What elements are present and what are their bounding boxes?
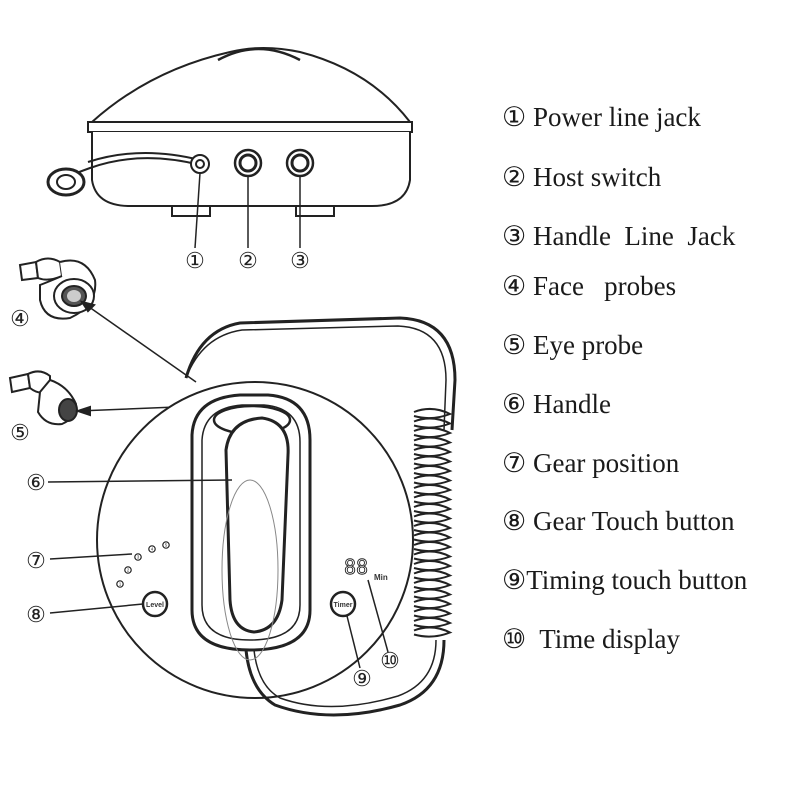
legend-item-power-line-jack: ① Power line jack bbox=[502, 100, 701, 134]
handle-illustration bbox=[47, 393, 312, 661]
legend-marker: ② bbox=[502, 162, 527, 192]
callout-4: ④ bbox=[10, 306, 30, 331]
legend-text: Gear position bbox=[526, 448, 680, 478]
eye-probe-illustration bbox=[8, 370, 226, 426]
callout-3: ③ bbox=[290, 248, 310, 273]
cord-coil bbox=[413, 588, 453, 600]
legend-marker: ⑩ bbox=[502, 624, 527, 654]
level-button-label: Level bbox=[146, 602, 164, 609]
cord-coil bbox=[413, 474, 453, 486]
cord-coil bbox=[413, 512, 453, 524]
coiled-cord bbox=[413, 408, 453, 638]
legend-text: Host switch bbox=[526, 162, 662, 192]
legend-item-handle-line-jack: ③ Handle Line Jack bbox=[502, 219, 735, 253]
legend-marker: ⑦ bbox=[502, 448, 527, 478]
gear-dot bbox=[124, 566, 132, 574]
legend-item-gear-touch-button: ⑧ Gear Touch button bbox=[502, 504, 735, 538]
callout-7: ⑦ bbox=[26, 548, 46, 573]
legend-text: Power line jack bbox=[532, 102, 701, 132]
cord-coil bbox=[413, 446, 453, 458]
timer-touch-button[interactable]: Timer bbox=[329, 590, 357, 618]
cord-coil bbox=[413, 455, 453, 467]
cord-coil bbox=[413, 550, 453, 562]
cord-coil bbox=[413, 531, 453, 543]
cord-coil bbox=[413, 607, 453, 619]
cord-coil bbox=[413, 436, 453, 448]
face-probe-illustration bbox=[18, 257, 197, 383]
time-display-digits: 88 bbox=[344, 555, 368, 579]
legend-marker: ⑨ bbox=[502, 565, 527, 595]
level-touch-button[interactable]: Level bbox=[141, 590, 169, 618]
legend-text: Eye probe bbox=[532, 330, 644, 360]
legend-item-gear-position: ⑦ Gear position bbox=[502, 446, 679, 480]
legend-marker: ⑥ bbox=[502, 389, 527, 419]
cord-coil bbox=[413, 626, 453, 638]
cord-coil bbox=[413, 493, 453, 505]
gear-dot-label: 4 bbox=[151, 547, 154, 552]
cord-coil bbox=[413, 617, 453, 629]
gear-dot bbox=[134, 553, 142, 561]
gear-dot-label: 2 bbox=[127, 568, 130, 573]
legend-item-timing-touch-button: ⑨Timing touch button bbox=[502, 563, 747, 597]
cord-coil bbox=[413, 541, 453, 553]
callout-1: ① bbox=[185, 248, 205, 273]
legend-item-host-switch: ② Host switch bbox=[502, 160, 661, 194]
callout-5: ⑤ bbox=[10, 420, 30, 445]
timer-button-label: Timer bbox=[334, 602, 353, 609]
legend-item-handle: ⑥ Handle bbox=[502, 387, 611, 421]
cord-coil bbox=[413, 579, 453, 591]
callout-2: ② bbox=[238, 248, 258, 273]
power-line-jack-icon bbox=[190, 154, 210, 174]
gear-dot-label: 5 bbox=[165, 543, 168, 548]
legend-item-eye-probe: ⑤ Eye probe bbox=[502, 328, 643, 362]
legend-marker: ① bbox=[502, 102, 527, 132]
gear-dot bbox=[116, 580, 124, 588]
legend-text: Handle bbox=[526, 389, 611, 419]
callout-8: ⑧ bbox=[26, 602, 46, 627]
legend-text: Time display bbox=[526, 624, 681, 654]
gear-dot-label: 1 bbox=[119, 582, 122, 587]
legend-text: Gear Touch button bbox=[526, 506, 735, 536]
callout-10: ⑩ bbox=[380, 648, 400, 673]
gear-dot bbox=[148, 545, 156, 553]
gear-dot-label: 3 bbox=[137, 555, 140, 560]
legend-marker: ⑧ bbox=[502, 506, 527, 536]
cord-coil bbox=[413, 484, 453, 496]
host-rear-view bbox=[46, 47, 413, 249]
legend-text: Timing touch button bbox=[526, 565, 748, 595]
legend-marker: ③ bbox=[502, 221, 527, 251]
cord-coil bbox=[413, 465, 453, 477]
cord-coil bbox=[413, 503, 453, 515]
legend-text: Handle Line Jack bbox=[532, 221, 736, 251]
cord-coil bbox=[413, 569, 453, 581]
gear-dot bbox=[162, 541, 170, 549]
legend-item-face-probes: ④ Face probes bbox=[502, 269, 676, 303]
time-display: 88 Min bbox=[344, 555, 388, 582]
time-display-unit: Min bbox=[374, 573, 388, 582]
cord-coil bbox=[413, 522, 453, 534]
cord-coil bbox=[413, 598, 453, 610]
legend-marker: ④ bbox=[502, 271, 527, 301]
callout-6: ⑥ bbox=[26, 470, 46, 495]
legend-marker: ⑤ bbox=[502, 330, 527, 360]
legend-item-time-display: ⑩ Time display bbox=[502, 622, 680, 656]
cord-coil bbox=[413, 560, 453, 572]
legend-text: Face probes bbox=[526, 271, 677, 301]
callout-9: ⑨ bbox=[352, 666, 372, 691]
gear-position-indicators: 1 2 3 4 5 bbox=[116, 541, 170, 588]
